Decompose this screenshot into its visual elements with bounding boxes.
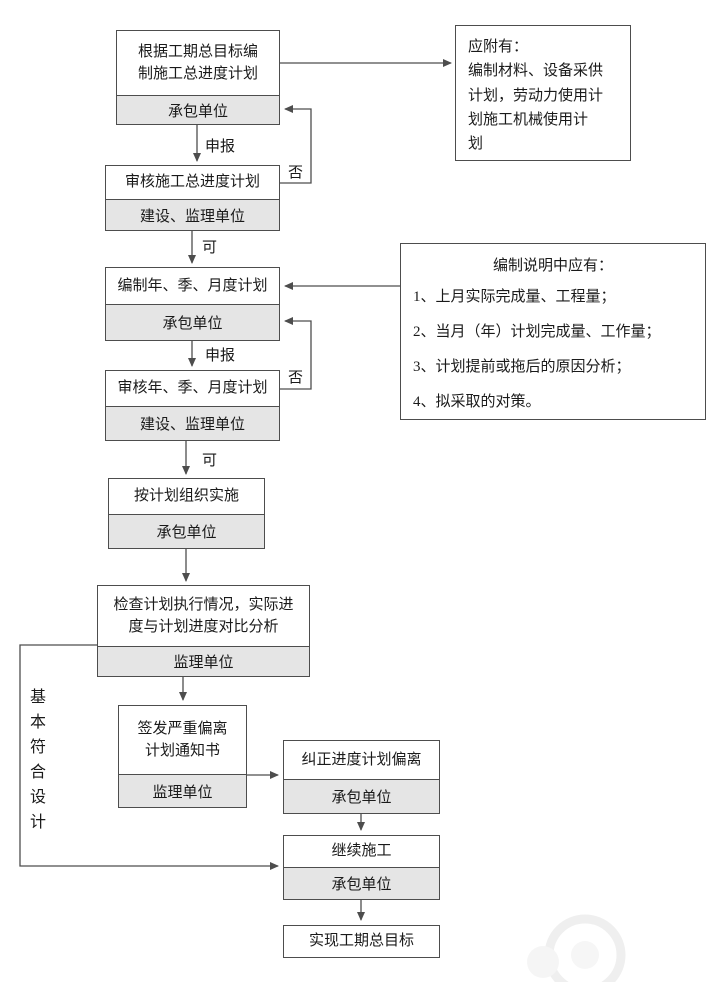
node-title: 检查计划执行情况，实际进 度与计划进度对比分析 [113,596,294,636]
attachment-note: 应附有： 编制材料、设备采供 计划，劳动力使用计 划施工机械使用计 划 [455,25,631,161]
edge-label-submit-1: 申报 [205,139,236,155]
edge-label-reject-1: 否 [288,165,304,181]
watermark-logo [527,914,626,982]
attachment-note-title: 应附有： [468,39,529,55]
node-actor: 承包单位 [117,95,279,124]
node-review-periodic-plan: 审核年、季、月度计划 建设、监理单位 [105,370,280,441]
node-title: 编制年、季、月度计划 [117,277,268,294]
node-title: 根据工期总目标编 制施工总进度计划 [137,43,258,83]
node-title: 按计划组织实施 [133,488,239,505]
edge-label-approve-1: 可 [202,240,218,256]
attachment-note-body: 编制材料、设备采供 计划，劳动力使用计 划施工机械使用计 划 [468,63,604,153]
node-review-master-plan: 审核施工总进度计划 建设、监理单位 [105,165,280,231]
edge-label-approve-2: 可 [202,453,218,469]
node-title: 签发严重偏离 计划通知书 [137,720,228,760]
node-actor: 建设、监理单位 [106,406,279,440]
explanation-note-title: 编制说明中应有： [492,258,613,274]
node-title: 实现工期总目标 [308,933,414,950]
node-implement-per-plan: 按计划组织实施 承包单位 [108,478,265,549]
node-compile-master-plan: 根据工期总目标编 制施工总进度计划 承包单位 [116,30,280,125]
explanation-note-item: 2、当月（年）计划完成量、工作量； [413,324,661,340]
edge-label-submit-2: 申报 [205,348,236,364]
node-title: 继续施工 [331,843,392,860]
node-issue-deviation-notice: 签发严重偏离 计划通知书 监理单位 [118,705,247,808]
explanation-note-item: 4、拟采取的对策。 [413,394,541,410]
node-actor: 建设、监理单位 [106,199,279,230]
node-achieve-goal: 实现工期总目标 [283,925,440,958]
node-compile-periodic-plan: 编制年、季、月度计划 承包单位 [105,267,280,341]
node-actor: 承包单位 [284,779,439,813]
node-title: 纠正进度计划偏离 [301,751,422,768]
node-title: 审核施工总进度计划 [124,174,260,191]
node-actor: 监理单位 [119,774,246,807]
node-check-progress: 检查计划执行情况，实际进 度与计划进度对比分析 监理单位 [97,585,310,677]
edge-label-basic-fit: 基本符合设计 [27,688,44,838]
node-actor: 监理单位 [98,646,309,676]
explanation-note-item: 3、计划提前或拖后的原因分析； [413,359,631,375]
node-correct-deviation: 纠正进度计划偏离 承包单位 [283,740,440,814]
explanation-note-item: 1、上月实际完成量、工程量； [413,289,616,305]
node-actor: 承包单位 [109,514,264,548]
explanation-note: 编制说明中应有： 1、上月实际完成量、工程量； 2、当月（年）计划完成量、工作量… [400,243,706,420]
node-continue-construction: 继续施工 承包单位 [283,835,440,900]
edge-label-reject-2: 否 [288,370,304,386]
node-title: 审核年、季、月度计划 [117,380,268,397]
node-actor: 承包单位 [106,304,279,340]
node-actor: 承包单位 [284,867,439,899]
